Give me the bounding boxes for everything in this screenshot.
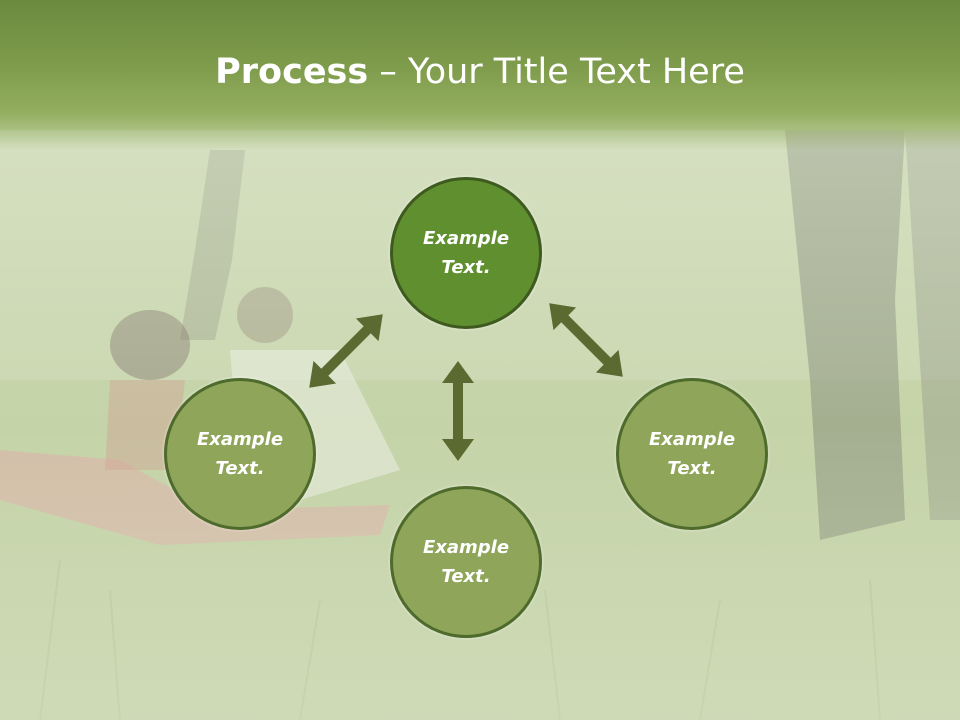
node-left-line1: Example (196, 429, 284, 450)
node-bottom-line1: Example (422, 537, 510, 558)
slide-title: Process – Your Title Text Here (0, 52, 960, 92)
node-right-line1: Example (648, 429, 736, 450)
process-node-left[interactable]: Example Text. (164, 378, 316, 530)
node-right-line2: Text. (667, 458, 717, 479)
process-node-top[interactable]: Example Text. (390, 177, 542, 329)
process-node-right[interactable]: Example Text. (616, 378, 768, 530)
process-node-bottom[interactable]: Example Text. (390, 486, 542, 638)
title-bold: Process (215, 52, 369, 92)
node-top-line1: Example (422, 228, 510, 249)
node-bottom-line2: Text. (441, 566, 491, 587)
node-left-line2: Text. (215, 458, 265, 479)
node-top-line2: Text. (441, 257, 491, 278)
title-bar (0, 0, 960, 150)
title-rest: – Your Title Text Here (368, 52, 745, 92)
